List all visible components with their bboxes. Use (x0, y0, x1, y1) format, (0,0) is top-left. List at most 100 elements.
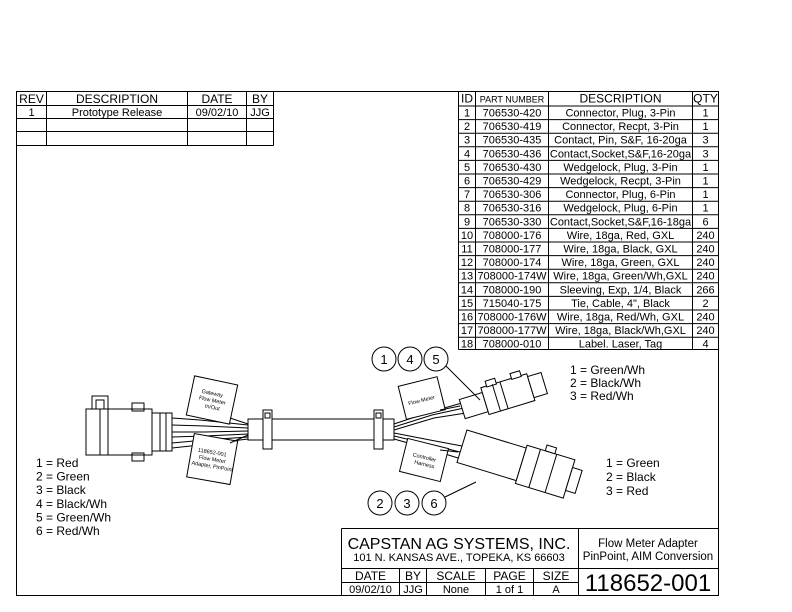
title-header: BY (405, 569, 421, 583)
tag-flow-meter (397, 376, 446, 420)
bom-cell: Label. Laser, Tag (579, 339, 663, 351)
bom-cell: 266 (696, 284, 714, 296)
title-header: SCALE (436, 569, 475, 583)
bom-cell: 240 (696, 325, 714, 337)
sheet-border (16, 91, 719, 596)
bom-cell: 1 (702, 203, 708, 215)
pinout-left: 5 = Green/Wh (36, 510, 111, 524)
bom-cell: 708000-176 (483, 230, 542, 242)
drawing-title: Flow Meter Adapter (598, 538, 698, 550)
bom-cell: 3 (702, 135, 708, 147)
bom-cell: 3 (464, 135, 470, 147)
pinout-lower-right: 2 = Black (606, 470, 657, 484)
bom-cell: Wire, 18ga, Green, GXL (562, 257, 680, 269)
bom-cell: 10 (461, 230, 473, 242)
sleeved-bundle (247, 409, 395, 450)
connector-6-pin (85, 395, 173, 462)
tag-gateway (185, 375, 239, 425)
company-address: 101 N. KANSAS AVE., TOPEKA, KS 66603 (353, 552, 565, 564)
bom-header: PART NUMBER (480, 95, 545, 105)
revision-header: DATE (201, 92, 232, 106)
bom-cell: Wire, 18ga, Red, GXL (567, 230, 675, 242)
bom-cell: 706530-330 (483, 216, 542, 228)
revision-header: DESCRIPTION (76, 92, 158, 106)
item-balloon (421, 490, 447, 516)
bom-cell: 13 (461, 271, 473, 283)
bom-cell: 706530-436 (483, 148, 542, 160)
tag-adapter (186, 432, 239, 486)
pinout-left: 2 = Green (36, 470, 90, 484)
balloon-number: 3 (403, 496, 410, 511)
bom-cell: 240 (696, 257, 714, 269)
bom-cell: Wire, 18ga, Red/Wh, GXL (557, 312, 684, 324)
bom-cell: 706530-429 (483, 176, 542, 188)
title-value: A (552, 584, 560, 596)
pinout-lower-right: 1 = Green (606, 456, 660, 470)
tag-text: In/Out (204, 404, 220, 413)
item-balloon (397, 346, 423, 372)
bom-cell: 1 (702, 162, 708, 174)
bom-cell: 708000-176W (477, 312, 547, 324)
bom-cell: 1 (702, 189, 708, 201)
bom-cell: 708000-174W (477, 271, 547, 283)
bom-cell: 1 (464, 108, 470, 120)
item-balloon (423, 346, 449, 372)
bom-cell: 240 (696, 271, 714, 283)
bom-cell: 12 (461, 257, 473, 269)
pinout-upper-right: 1 = Green/Wh (570, 363, 645, 377)
bom-cell: 1 (702, 108, 708, 120)
tag-text: Flow Meter (198, 455, 226, 466)
bom-cell: 708000-190 (483, 284, 542, 296)
pinout-left: 3 = Black (36, 483, 87, 497)
bom-cell: 240 (696, 244, 714, 256)
bom-cell: 6 (702, 216, 708, 228)
drawing-title: PinPoint, AIM Conversion (583, 551, 713, 563)
bom-cell: 2 (464, 121, 470, 133)
bom-cell: 1 (702, 121, 708, 133)
bom-cell: 706530-430 (483, 162, 542, 174)
tag-text: Controller (412, 452, 437, 464)
revision-cell: JJG (250, 107, 270, 119)
title-header: SIZE (543, 569, 570, 583)
balloon-number: 5 (432, 352, 439, 367)
bom-cell: 16 (461, 312, 473, 324)
bom-cell: 706530-316 (483, 203, 542, 215)
bom-cell: 7 (464, 189, 470, 201)
bom-cell: 14 (461, 284, 473, 296)
bom-cell: 715040-175 (483, 298, 542, 310)
bom-cell: 706530-306 (483, 189, 542, 201)
bom-cell: 17 (461, 325, 473, 337)
bom-cell: Contact,Socket,S&F,16-18ga (550, 216, 692, 228)
harness-drawing (85, 363, 583, 499)
balloon-group-top: 1 4 5 (371, 346, 449, 372)
balloon-number: 4 (406, 352, 413, 367)
pinout-upper-right: 3 = Red/Wh (570, 389, 634, 403)
pinout-left: 4 = Black/Wh (36, 497, 107, 511)
bom-cell: 706530-435 (483, 135, 542, 147)
bom-cell: 706530-419 (483, 121, 542, 133)
title-value: None (443, 584, 469, 596)
pinout-left: 6 = Red/Wh (36, 524, 100, 538)
bom-cell: 15 (461, 298, 473, 310)
revision-header: BY (252, 92, 268, 106)
bom-cell: 708000-174 (483, 257, 542, 269)
bom-cell: 4 (464, 148, 470, 160)
tag-text: 118652-001 (197, 448, 227, 459)
title-header: DATE (355, 569, 386, 583)
company-name: CAPSTAN AG SYSTEMS, INC. (348, 536, 571, 553)
drawing-number: 118652-001 (585, 570, 711, 597)
revision-cell: Prototype Release (72, 107, 163, 119)
bom-cell: 240 (696, 312, 714, 324)
bom-cell: Connector, Plug, 6-Pin (565, 189, 675, 201)
bom-cell: Wedgelock, Recpt, 3-Pin (560, 176, 681, 188)
tag-controller (398, 437, 450, 483)
bom-cell: 18 (461, 339, 473, 351)
bom-cell: 5 (464, 162, 470, 174)
balloon-number: 1 (380, 352, 387, 367)
title-header: PAGE (493, 569, 525, 583)
pinout-left: 1 = Red (36, 456, 78, 470)
bom-cell: Wedgelock, Plug, 6-Pin (563, 203, 677, 215)
bom-cell: Wire, 18ga, Black/Wh,GXL (555, 325, 686, 337)
